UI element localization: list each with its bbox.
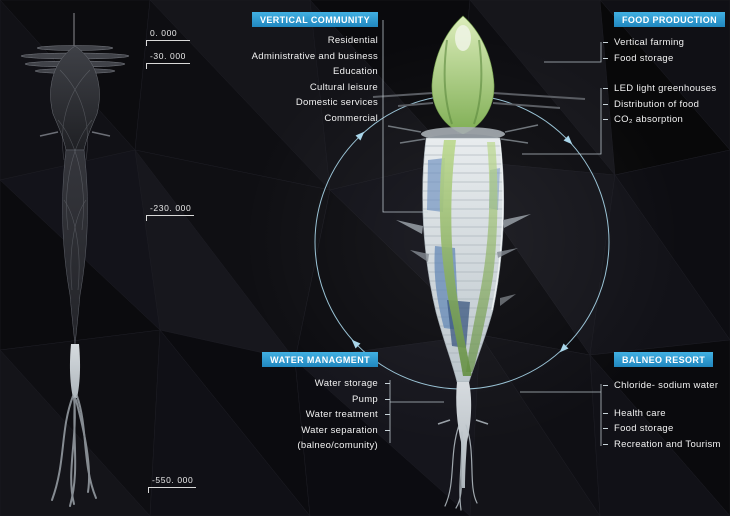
vertical-community-item: Residential: [327, 35, 378, 46]
elevation-marker: 0. 000: [146, 28, 190, 46]
elevation-marker: -230. 000: [146, 203, 194, 221]
food-production-item: Distribution of food: [603, 97, 726, 113]
water-managment-list: Water storage Pump Water treatment Water…: [258, 376, 390, 454]
leader-vertical-community: [382, 20, 428, 213]
section-balneo-resort: BALNEO RESORT Chloride- sodium water Hea…: [603, 350, 726, 453]
food-production-item: CO₂ absorption: [603, 112, 726, 128]
leader-food-production-upper: [544, 42, 602, 63]
food-production-item: Food storage: [603, 51, 726, 67]
section-food-production: FOOD PRODUCTION Vertical farming Food st…: [603, 10, 726, 128]
balneo-resort-list-lower: Health care Food storage Recreation and …: [603, 406, 726, 453]
food-production-item: LED light greenhouses: [603, 81, 726, 97]
vertical-community-item: Education: [333, 66, 378, 77]
elevation-marker: -30. 000: [146, 51, 190, 69]
section-title-food-production: FOOD PRODUCTION: [614, 12, 725, 27]
water-managment-item: Water storage: [258, 376, 390, 392]
leader-food-production-lower: [522, 88, 602, 155]
elevation-marker: -550. 000: [148, 475, 196, 493]
elevation-label: -30. 000: [150, 51, 186, 61]
balneo-resort-item: Health care: [603, 406, 726, 422]
section-water-managment: WATER MANAGMENT Water storage Pump Water…: [258, 350, 390, 454]
balneo-resort-item: Recreation and Tourism: [603, 437, 726, 453]
section-title-balneo-resort: BALNEO RESORT: [614, 352, 714, 367]
elevation-label: 0. 000: [150, 28, 178, 38]
section-title-vertical-community: VERTICAL COMMUNITY: [251, 12, 378, 27]
vertical-community-item: Cultural leisure: [309, 81, 378, 93]
vertical-community-item: Commercial: [324, 112, 378, 124]
food-production-list-upper: Vertical farming Food storage: [603, 35, 726, 67]
balneo-resort-list-upper: Chloride- sodium water: [603, 378, 726, 394]
leader-lines: [382, 20, 602, 446]
water-managment-item: Water separation (balneo/comunity): [258, 423, 390, 454]
food-production-list-lower: LED light greenhouses Distribution of fo…: [603, 81, 726, 128]
elevation-label: -550. 000: [152, 475, 194, 485]
central-tower-illustration: [372, 15, 586, 511]
section-title-water-managment: WATER MANAGMENT: [262, 352, 378, 367]
balneo-resort-item: Food storage: [603, 421, 726, 437]
vertical-community-item: Administrative and business: [251, 50, 378, 62]
water-managment-item: Water treatment: [258, 407, 390, 423]
balneo-resort-item: Chloride- sodium water: [603, 378, 726, 394]
water-managment-item: Pump: [258, 392, 390, 408]
vertical-community-item: Domestic services: [295, 97, 378, 108]
elevation-tower-illustration: [20, 13, 130, 507]
flow-arrow-icon: [351, 131, 573, 353]
food-production-item: Vertical farming: [603, 35, 726, 51]
vertical-community-list: Residential Administrative and business …: [208, 33, 378, 126]
elevation-label: -230. 000: [150, 203, 192, 213]
section-vertical-community: VERTICAL COMMUNITY Residential Administr…: [208, 10, 378, 126]
